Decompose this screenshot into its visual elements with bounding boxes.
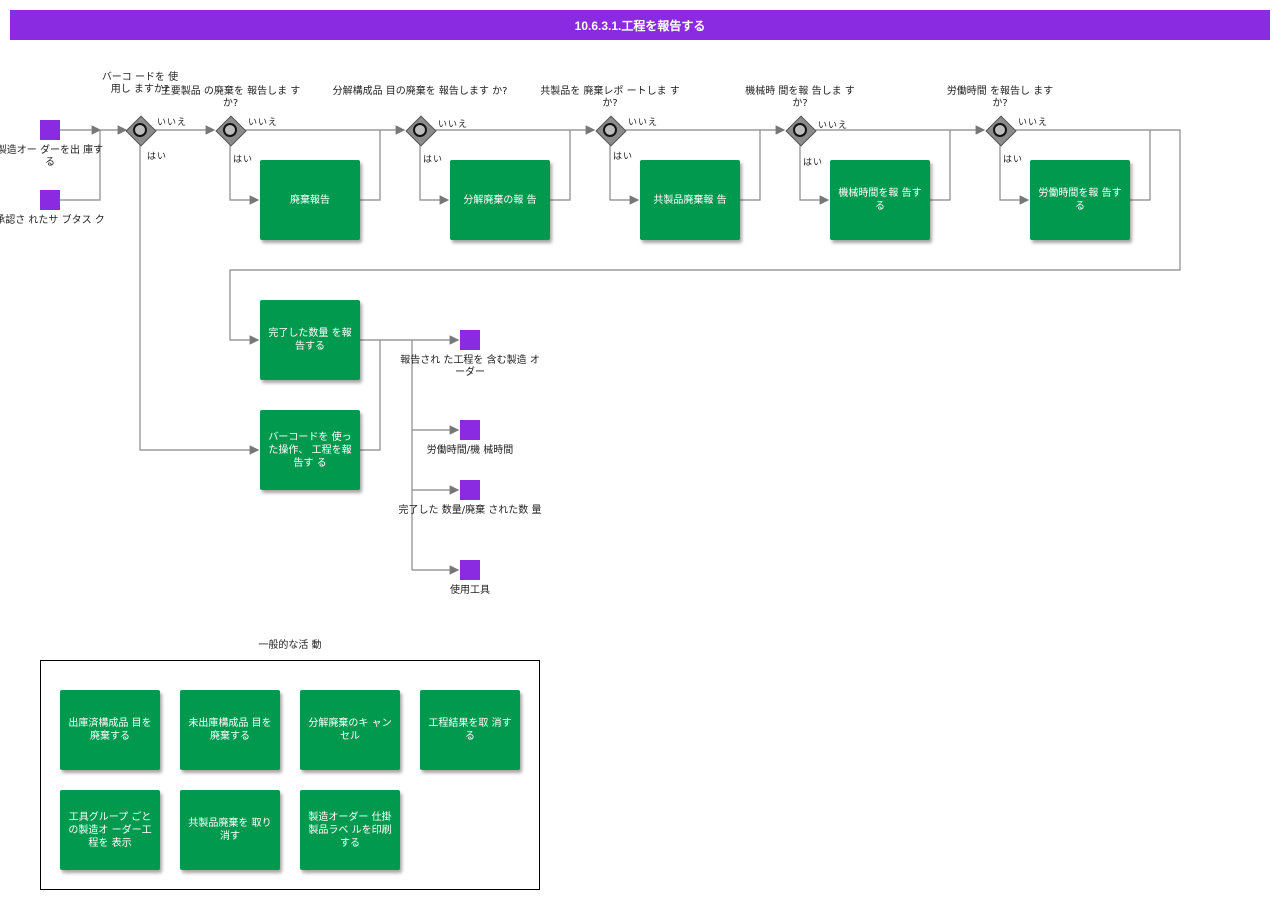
general-activity-box[interactable]: 未出庫構成品 目を廃棄する	[180, 690, 280, 770]
output-reported-orders-event	[460, 330, 480, 350]
branch-no-label: いいえ	[157, 118, 188, 128]
gateway-machine-time-question: 機械時 間を報 告しま すか?	[745, 86, 855, 109]
branch-yes-label: はい	[423, 155, 444, 165]
general-activity-box[interactable]: 工具グループ ごとの製造オ ーダー工程を 表示	[60, 790, 160, 870]
general-activity-box[interactable]: 出庫済構成品 目を廃棄する	[60, 690, 160, 770]
branch-yes-label: はい	[147, 152, 168, 162]
gateway-scrap-disassembly-marker	[413, 123, 427, 137]
input-approved-subtask-event	[40, 190, 60, 210]
gateway-labor-time-marker	[993, 123, 1007, 137]
branch-yes-label: はい	[233, 155, 254, 165]
gateway-scrap-disassembly-question: 分解構成品 目の廃棄を 報告します か?	[332, 86, 508, 97]
branch-no-label: いいえ	[818, 121, 849, 131]
branch-yes-label: はい	[613, 152, 634, 162]
gateway-scrap-main-marker	[223, 123, 237, 137]
output-reported-orders-label: 報告され た工程を 含む製造 オーダー	[400, 355, 540, 378]
output-tools-used-event	[460, 560, 480, 580]
branch-yes-label: はい	[803, 158, 824, 168]
input-release-order-label: 製造オー ダーを出 庫する	[0, 145, 104, 168]
output-labor-machine-time-label: 労働時間/機 械時間	[426, 445, 514, 456]
task-barcode-report[interactable]: バーコードを 使った操作、 工程を報告す る	[260, 410, 360, 490]
gateway-barcode-question: バーコ ードを 使用し ますか?	[101, 72, 179, 95]
gateway-coproduct-question: 共製品を 廃棄レポ ートしま すか?	[540, 86, 680, 109]
general-activity-box[interactable]: 共製品廃棄を 取り消す	[180, 790, 280, 870]
general-activity-box[interactable]: 製造オーダー 仕掛製品ラベ ルを印刷する	[300, 790, 400, 870]
general-group-label: 一般的な活 動	[258, 640, 322, 651]
branch-no-label: いいえ	[438, 120, 469, 130]
output-tools-used-label: 使用工具	[450, 585, 490, 596]
output-completed-qty-label: 完了した 数量/廃棄 された数 量	[398, 505, 542, 516]
task-machine-time[interactable]: 機械時間を報 告する	[830, 160, 930, 240]
gateway-labor-time-question: 労働時間 を報告し ますか?	[946, 86, 1054, 109]
input-approved-subtask-label: 承認さ れたサ ブタス ク	[0, 215, 105, 226]
gateway-barcode-marker	[133, 123, 147, 137]
branch-no-label: いいえ	[248, 118, 279, 128]
gateway-scrap-main-question: 主要製品 の廃棄を 報告しま すか?	[160, 86, 301, 109]
gateway-machine-time-marker	[793, 123, 807, 137]
task-disassembly-scrap[interactable]: 分解廃棄の報 告	[450, 160, 550, 240]
task-labor-time[interactable]: 労働時間を報 告する	[1030, 160, 1130, 240]
general-activities-group	[40, 660, 540, 890]
branch-no-label: いいえ	[1018, 118, 1049, 128]
diagram-title: 10.6.3.1.工程を報告する	[10, 10, 1270, 40]
output-completed-qty-event	[460, 480, 480, 500]
gateway-coproduct-marker	[603, 123, 617, 137]
task-report-completed-qty[interactable]: 完了した数量 を報告する	[260, 300, 360, 380]
branch-no-label: いいえ	[628, 118, 659, 128]
general-activity-box[interactable]: 工程結果を取 消する	[420, 690, 520, 770]
general-activity-box[interactable]: 分解廃棄のキ ャンセル	[300, 690, 400, 770]
output-labor-machine-time-event	[460, 420, 480, 440]
input-release-order-event	[40, 120, 60, 140]
task-coproduct-scrap[interactable]: 共製品廃棄報 告	[640, 160, 740, 240]
branch-yes-label: はい	[1003, 155, 1024, 165]
task-scrap-report[interactable]: 廃棄報告	[260, 160, 360, 240]
